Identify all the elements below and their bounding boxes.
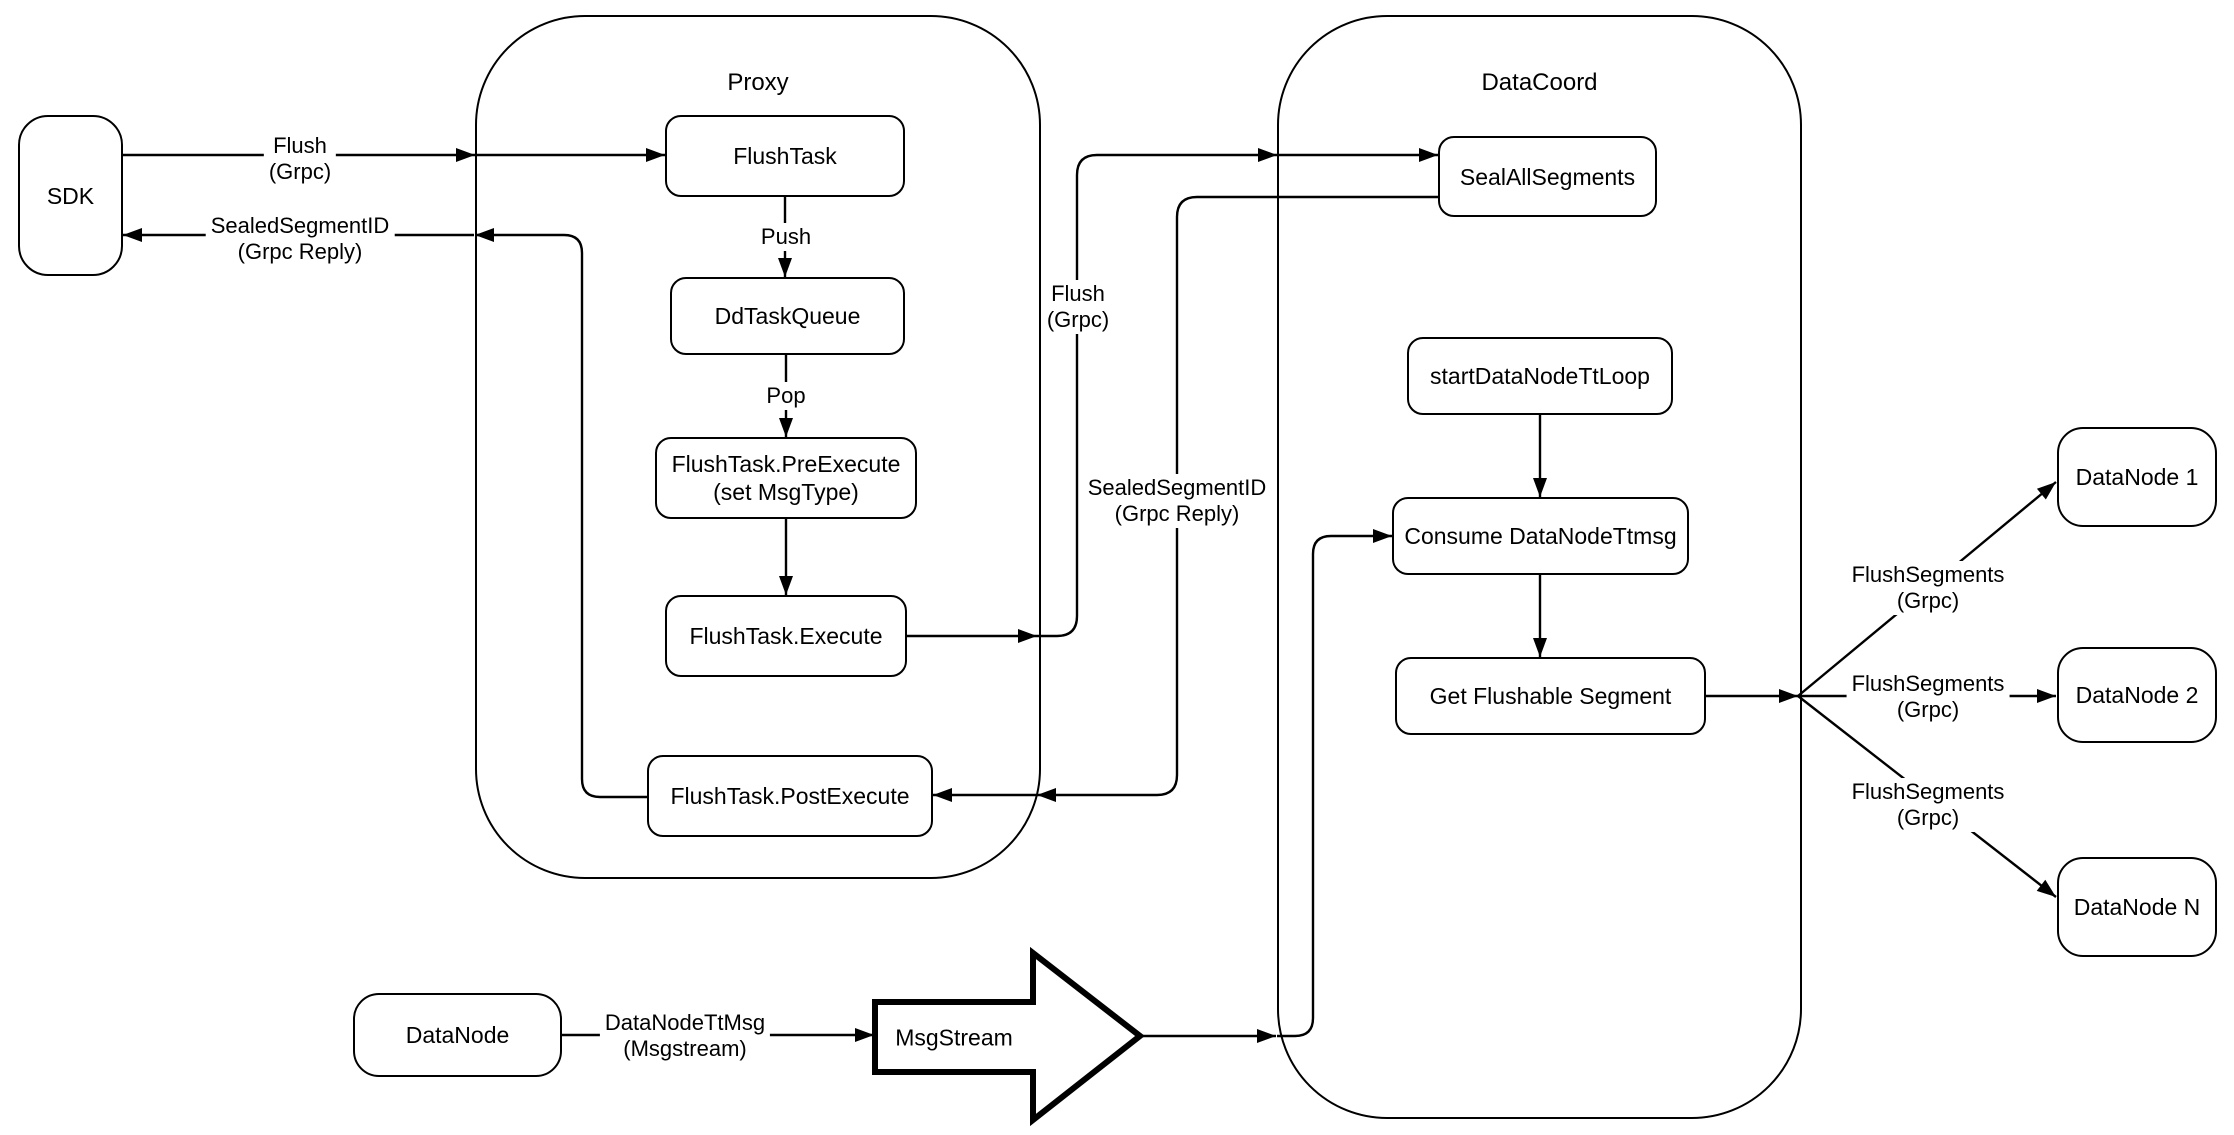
- msgstream-arrow-shape: [872, 946, 1145, 1127]
- label-push: Push: [755, 223, 817, 251]
- node-ddtaskqueue: DdTaskQueue: [670, 277, 905, 355]
- edge-postexecute-reply-channel: [475, 228, 647, 799]
- node-flushtask: FlushTask: [665, 115, 905, 197]
- node-datanode-2: DataNode 2: [2057, 647, 2217, 743]
- node-datanode-1: DataNode 1: [2057, 427, 2217, 527]
- node-get-flushable-segment: Get Flushable Segment: [1395, 657, 1706, 735]
- node-consume-datanodettmsg: Consume DataNodeTtmsg: [1392, 497, 1689, 575]
- node-datanode: DataNode: [353, 993, 562, 1077]
- proxy-container: Proxy: [475, 15, 1041, 879]
- node-flushtask-postexecute: FlushTask.PostExecute: [647, 755, 933, 837]
- edge-flush-channel: [1037, 148, 1277, 638]
- label-flushsegments-2: FlushSegments (Grpc): [1846, 670, 2010, 724]
- msgstream-label: MsgStream: [895, 1024, 1013, 1051]
- node-datanode-n: DataNode N: [2057, 857, 2217, 957]
- label-pop: Pop: [761, 382, 811, 410]
- label-sealedsegmentid-mid: SealedSegmentID (Grpc Reply): [1082, 474, 1272, 528]
- edge-msgstream-to-consume: [1277, 529, 1392, 1038]
- label-flush-grpc-sdk: Flush (Grpc): [263, 132, 337, 186]
- label-sealedsegmentid-sdk: SealedSegmentID (Grpc Reply): [205, 212, 395, 266]
- label-datanodettmsg: DataNodeTtMsg (Msgstream): [599, 1009, 771, 1063]
- label-flush-grpc-mid: Flush (Grpc): [1041, 280, 1115, 334]
- node-flushtask-preexecute: FlushTask.PreExecute (set MsgType): [655, 437, 917, 519]
- node-sdk: SDK: [18, 115, 123, 276]
- label-flushsegments-1: FlushSegments (Grpc): [1846, 561, 2010, 615]
- node-flushtask-execute: FlushTask.Execute: [665, 595, 907, 677]
- datacoord-container-label: DataCoord: [1481, 69, 1598, 96]
- node-startdatanodettloop: startDataNodeTtLoop: [1407, 337, 1673, 415]
- proxy-container-label: Proxy: [727, 69, 789, 96]
- datacoord-container: DataCoord: [1277, 15, 1802, 1119]
- label-flushsegments-3: FlushSegments (Grpc): [1846, 778, 2010, 832]
- node-sealallsegments: SealAllSegments: [1438, 136, 1657, 217]
